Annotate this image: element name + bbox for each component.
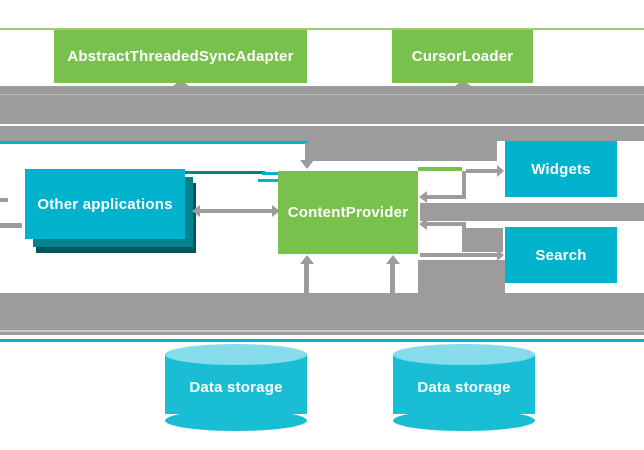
arrow-to-provider-head2-icon [419,218,427,230]
search-connector-vertical [462,224,466,252]
cursor-loader-arrowhead-icon [455,80,471,86]
search-gray-block [463,228,503,252]
content-provider-label: ContentProvider [287,204,409,221]
cyan-line-bottom [0,339,644,342]
green-divider-line [0,28,644,30]
left-edge-stub-1 [0,198,8,202]
arrow-up-right-line [390,264,395,294]
node-cursor-loader: CursorLoader [392,30,533,83]
node-other-applications: Other applications [25,169,185,239]
node-data-storage-left: Data storage [165,344,307,432]
node-data-storage-right: Data storage [393,344,535,432]
cyan-dash-1 [262,172,278,175]
arrow-to-search-line [420,253,497,257]
arrow-up-right-head-icon [386,255,400,264]
top-gray-band [0,86,644,141]
bottom-band-white-line [0,330,644,332]
search-label: Search [535,246,587,264]
node-widgets: Widgets [505,141,617,197]
lower-gray-block [418,260,505,293]
arrow-to-search-head-icon [497,249,504,261]
arrow-to-widgets-head-icon [497,165,504,177]
bottom-gray-band [0,293,644,335]
arrow-up-left-head-icon [300,255,314,264]
sync-adapter-arrowhead-icon [173,80,189,86]
cylinder-bottom [393,410,535,431]
widgets-connector-vertical [462,171,466,197]
top-band-faint-line [0,94,644,95]
bi-arrow-right-head-icon [272,205,280,217]
cyan-dash-2 [258,179,278,182]
arrow-down-line [305,143,309,160]
arrow-to-provider-head1-icon [419,191,427,203]
data-storage-right-label: Data storage [417,378,511,396]
node-content-provider: ContentProvider [278,171,418,254]
cylinder-top [393,344,535,365]
widgets-label: Widgets [531,160,591,178]
arrow-to-provider-line1 [427,195,466,199]
cyan-line-left [0,141,308,144]
cursor-loader-label: CursorLoader [411,48,514,65]
cylinder-top [165,344,307,365]
mid-gray-rect [308,141,497,161]
abstract-threaded-sync-adapter-label: AbstractThreadedSyncAdapter [67,48,294,65]
bi-arrow-line [200,209,272,213]
bi-arrow-left-head-icon [192,205,200,217]
top-band-white-line [0,124,644,126]
arrow-to-provider-line2 [427,222,466,226]
green-ledge [418,167,462,171]
mid-right-gray-band [420,203,644,221]
data-storage-left-label: Data storage [189,378,283,396]
arrow-up-left-line [304,264,309,294]
other-applications-label: Other applications [37,195,173,213]
teal-ledge [185,171,265,174]
arrow-down-head-icon [300,160,314,169]
node-search: Search [505,227,617,283]
cylinder-bottom [165,410,307,431]
arrow-to-widgets-line [466,169,497,173]
left-edge-stub-2 [0,223,22,228]
node-abstract-threaded-sync-adapter: AbstractThreadedSyncAdapter [54,30,307,83]
